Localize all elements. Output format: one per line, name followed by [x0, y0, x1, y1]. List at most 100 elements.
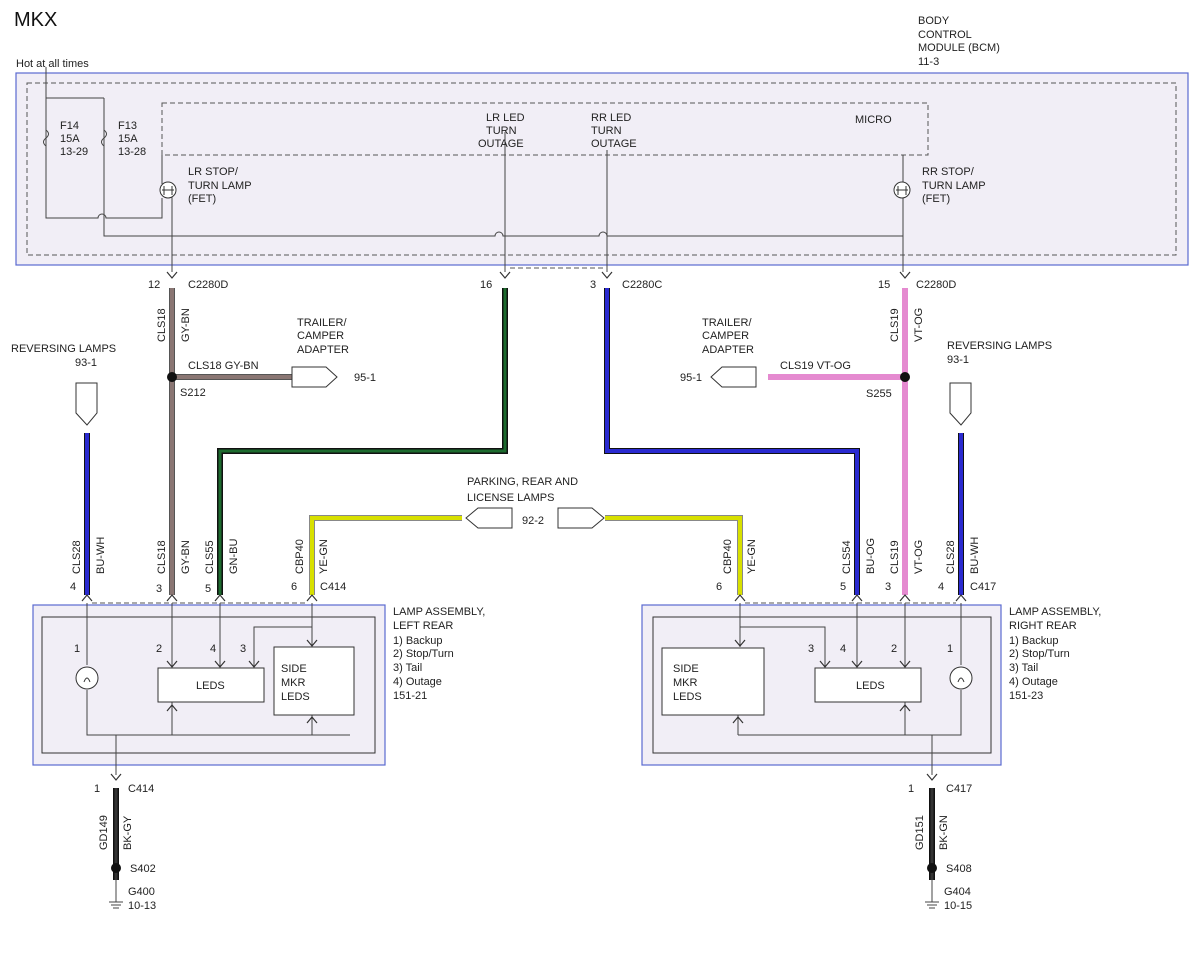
left-leds-label: LEDS: [196, 680, 225, 692]
rr-led-label-2: TURN: [591, 125, 622, 137]
right-inner-1: 1: [947, 643, 953, 655]
trailer-left-l3: ADAPTER: [297, 344, 349, 356]
fuse-f14-rating: 15A: [60, 133, 80, 145]
micro-label: MICRO: [855, 114, 892, 126]
conn-c2280d-left: C2280D: [188, 279, 228, 291]
wire-ye-gn: [309, 515, 743, 595]
right-asm-ref: 151-23: [1009, 690, 1043, 702]
lr-stop-label-2: TURN LAMP: [188, 180, 252, 192]
wire-label-yegn-left: YE-GN: [318, 539, 330, 574]
reversing-right-label: REVERSING LAMPS: [947, 340, 1052, 352]
trailer-right-wire: CLS19 VT-OG: [780, 360, 851, 372]
ground-right-ref: 10-15: [944, 900, 972, 912]
left-asm-i1: 1) Backup: [393, 635, 443, 647]
bcm-inner-dashed: [26, 82, 1177, 256]
wire-label-vtog-top: VT-OG: [913, 308, 925, 342]
right-conn-cap-6-icon: [734, 594, 746, 602]
wire-label-buwh-left: BU-WH: [95, 537, 107, 574]
bcm-line3: MODULE (BCM): [918, 42, 1000, 54]
left-inner-2: 2: [156, 643, 162, 655]
fuse-f13-name: F13: [118, 120, 137, 132]
hot-at-all-times-label: Hot at all times: [16, 58, 89, 70]
right-inner-4: 4: [840, 643, 846, 655]
wire-gy-bn: [169, 288, 292, 595]
right-conn-c417: C417: [970, 581, 996, 593]
left-inner-4: 4: [210, 643, 216, 655]
left-asm-i4: 4) Outage: [393, 676, 442, 688]
reversing-right-ref: 93-1: [947, 354, 969, 366]
wire-label-cls19-low: CLS19: [889, 540, 901, 574]
left-conn-cap-5-icon: [214, 594, 226, 602]
wire-label-vtog-low: VT-OG: [913, 540, 925, 574]
right-conn-cap-4-icon: [955, 594, 967, 602]
right-leds-label: LEDS: [856, 680, 885, 692]
right-lamp-inner: [652, 616, 992, 754]
reversing-lamps-right: REVERSING LAMPS 93-1: [947, 340, 1052, 426]
left-pin-6: 6: [291, 581, 297, 593]
ground-right-s408: S408: [946, 863, 972, 875]
trailer-left-l2: CAMPER: [297, 330, 344, 342]
right-pin-3: 3: [885, 581, 891, 593]
lr-stop-fet-icon: [159, 181, 177, 199]
parking-l2: LICENSE LAMPS: [467, 492, 554, 504]
wire-label-gnbu: GN-BU: [228, 539, 240, 575]
right-side-mkr-3: LEDS: [673, 691, 702, 703]
pin-16: 16: [480, 279, 492, 291]
right-asm-i4: 4) Outage: [1009, 676, 1058, 688]
wire-gn-bu: [217, 288, 508, 595]
left-asm-ref: 151-21: [393, 690, 427, 702]
rr-stop-fet-icon: [893, 181, 911, 199]
right-conn-cap-3-icon: [899, 594, 911, 602]
c2280-16-connector-icon: [499, 271, 511, 279]
right-asm-title: LAMP ASSEMBLY,: [1009, 606, 1101, 618]
trailer-right-l3: ADAPTER: [702, 344, 754, 356]
right-inner-3: 3: [808, 643, 814, 655]
left-pin-5: 5: [205, 583, 211, 595]
right-conn-cap-5-icon: [851, 594, 863, 602]
wire-label-yegn-right: YE-GN: [746, 539, 758, 574]
wire-label-cbp40-left: CBP40: [294, 539, 306, 574]
right-lamp-internal: [732, 603, 962, 775]
splice-s212: S212: [180, 387, 206, 399]
right-inner-2: 2: [891, 643, 897, 655]
ground-right-g: G404: [944, 886, 971, 898]
left-side-mkr-box: [273, 646, 355, 716]
wire-label-cls55: CLS55: [204, 540, 216, 574]
bcm-line4: 11-3: [918, 56, 939, 68]
splice-s212-dot: [167, 372, 177, 382]
left-asm-i2: 2) Stop/Turn: [393, 648, 454, 660]
left-inner-3: 3: [240, 643, 246, 655]
ground-left-bkgy: BK-GY: [122, 815, 134, 850]
wire-label-gybn-low: GY-BN: [180, 540, 192, 574]
fuse-f13: F13 15A 13-28: [101, 120, 146, 158]
pin-3-bcm: 3: [590, 279, 596, 291]
fuse-f14-ref: 13-29: [60, 146, 88, 158]
fuse-f13-ref: 13-28: [118, 146, 146, 158]
ground-right-conn: C417: [946, 783, 972, 795]
left-conn-cap-6-icon: [306, 594, 318, 602]
right-side-mkr-1: SIDE: [673, 663, 699, 675]
right-asm-sub: RIGHT REAR: [1009, 620, 1077, 632]
ground-left-conn: C414: [128, 783, 154, 795]
left-conn-cap-4-icon: [81, 594, 93, 602]
c2280d-right-connector-icon: [899, 271, 911, 279]
right-side-mkr-box: [661, 647, 765, 716]
trailer-adapter-left: TRAILER/ CAMPER ADAPTER 95-1 CLS18 GY-BN: [188, 317, 376, 388]
right-pin-5: 5: [840, 581, 846, 593]
wire-label-gybn-top: GY-BN: [180, 308, 192, 342]
ground-left-s402: S402: [130, 863, 156, 875]
bcm-line2: CONTROL: [918, 29, 972, 41]
lr-stop-label-3: (FET): [188, 193, 216, 205]
trailer-right-l2: CAMPER: [702, 330, 749, 342]
ground-left-gd149: GD149: [98, 815, 110, 850]
lr-led-label-1: LR LED: [486, 112, 525, 124]
bcm-internal-wiring: [45, 67, 904, 272]
parking-lamps: PARKING, REAR AND LICENSE LAMPS 92-2: [465, 476, 605, 529]
rr-stop-label-1: RR STOP/: [922, 166, 975, 178]
wire-label-cls28-right: CLS28: [945, 540, 957, 574]
wire-vt-og: [768, 288, 908, 595]
wire-label-cls28-left: CLS28: [71, 540, 83, 574]
parking-l1: PARKING, REAR AND: [467, 476, 578, 488]
micro-box: [161, 102, 929, 156]
